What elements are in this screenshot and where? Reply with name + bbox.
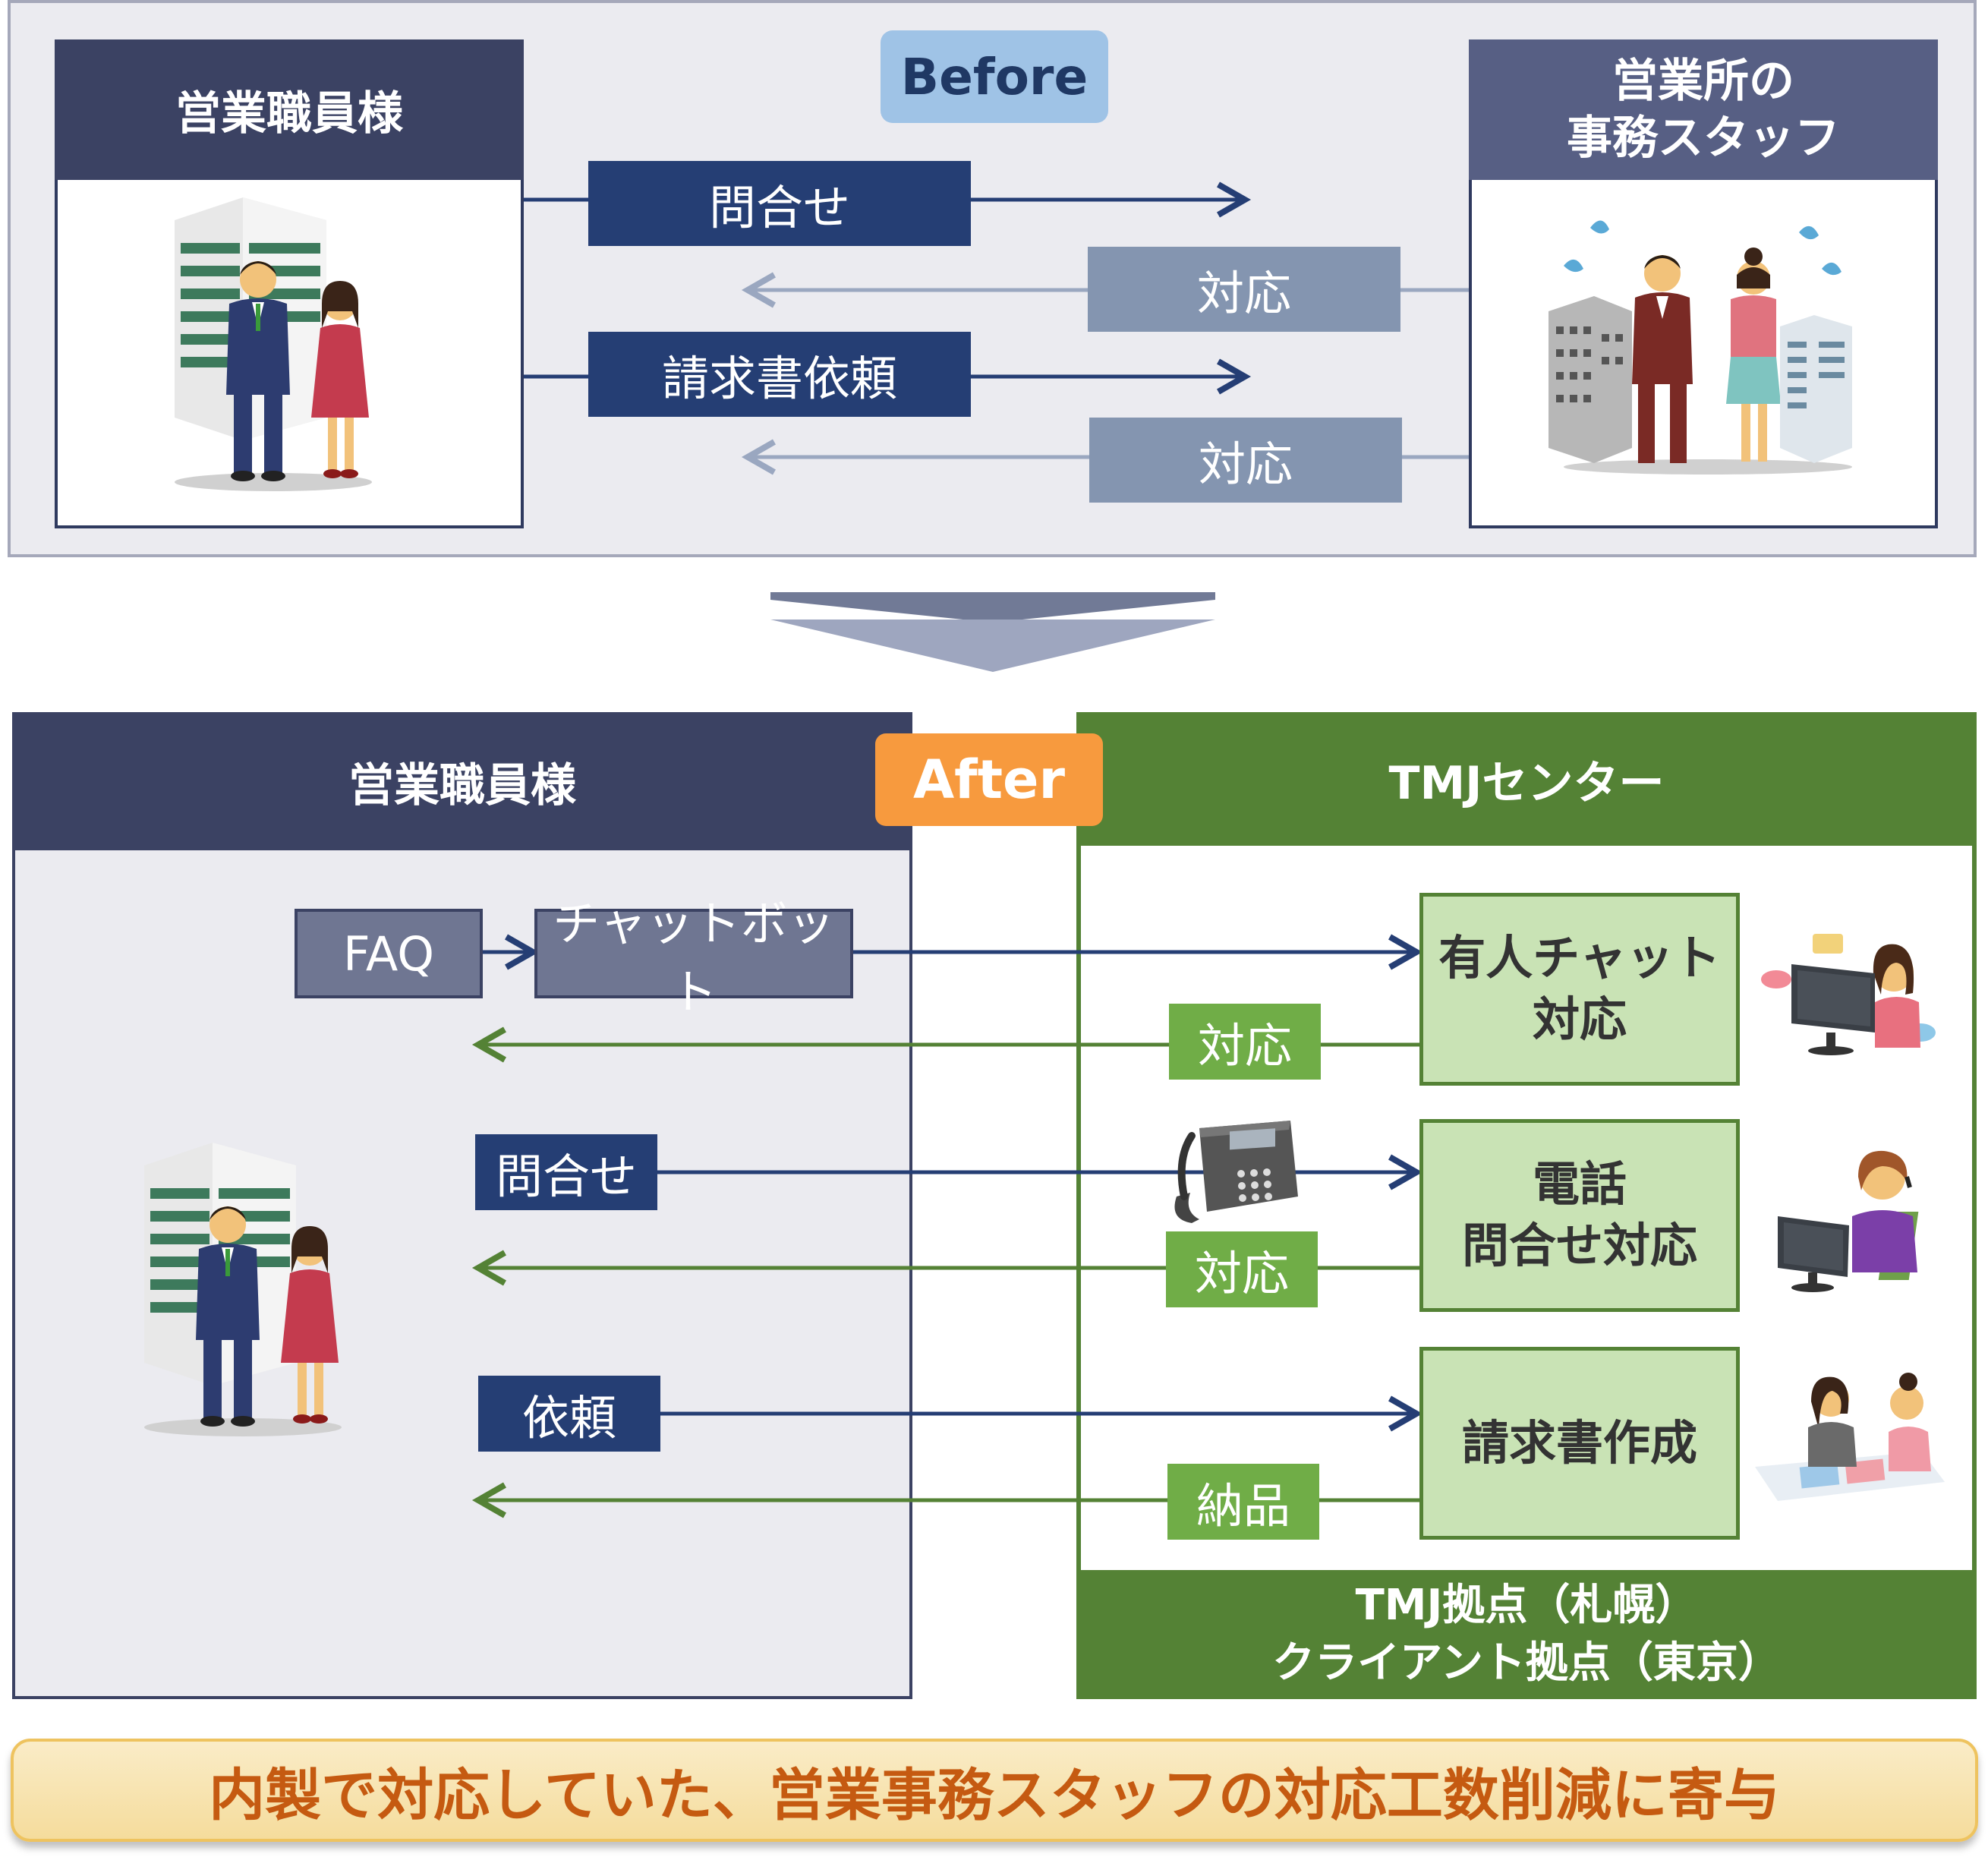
location-sapporo: TMJ拠点（札幌） [1355, 1581, 1698, 1631]
chat-response-label: 対応 [1169, 1004, 1321, 1080]
invoice-operators-icon [1755, 1373, 1945, 1501]
down-transition-arrow-icon [770, 592, 1215, 672]
summary-banner: 内製で対応していた、営業事務スタッフの対応工数削減に寄与 [11, 1739, 1978, 1842]
office-building-with-couple-icon [144, 1143, 342, 1436]
after-tmj-center-title: TMJセンター [1076, 712, 1977, 846]
before-invoice-request-label: 請求書依頼 [588, 332, 971, 417]
worried-office-staff-icon [1548, 220, 1852, 475]
service-human-chat: 有人チャット 対応 [1419, 893, 1740, 1086]
service-phone-inquiry-line1: 電話 [1532, 1156, 1627, 1212]
after-locations-footer: TMJ拠点（札幌） クライアント拠点（東京） [1076, 1570, 1977, 1699]
after-badge: After [875, 733, 1103, 826]
before-office-staff-title: 営業所の 事務スタッフ [1469, 39, 1938, 180]
after-sales-staff-title: 営業職員様 [12, 712, 912, 850]
after-inquiry-label: 問合せ [475, 1134, 657, 1210]
faq-box: FAQ [295, 909, 483, 998]
before-office-staff-title-line1: 営業所の [1612, 54, 1794, 108]
chatbot-box: チャットボット [534, 896, 853, 1020]
phone-response-label: 対応 [1166, 1231, 1318, 1307]
sweat-drop-icon [1590, 220, 1609, 234]
desk-phone-icon [1174, 1121, 1298, 1223]
office-building-with-couple-icon [175, 197, 372, 491]
service-human-chat-line2: 対応 [1532, 992, 1627, 1047]
after-request-label: 依頼 [478, 1376, 660, 1452]
service-invoice-creation: 請求書作成 [1419, 1347, 1740, 1540]
service-phone-inquiry: 電話 問合せ対応 [1419, 1119, 1740, 1312]
chat-bubble-icon [1813, 934, 1843, 954]
service-human-chat-line1: 有人チャット [1438, 930, 1721, 986]
before-badge: Before [881, 30, 1108, 123]
before-response1-label: 対応 [1088, 247, 1400, 332]
delivery-label: 納品 [1167, 1464, 1319, 1540]
before-response2-label: 対応 [1089, 418, 1402, 503]
before-office-staff-title-line2: 事務スタッフ [1567, 111, 1840, 165]
phone-operator-icon [1778, 1150, 1919, 1292]
before-inquiry-label: 問合せ [588, 161, 971, 246]
location-tokyo: クライアント拠点（東京） [1272, 1638, 1781, 1688]
chat-operator-icon [1761, 934, 1936, 1055]
service-phone-inquiry-line2: 問合せ対応 [1461, 1218, 1697, 1273]
before-sales-staff-title: 営業職員様 [55, 39, 524, 180]
